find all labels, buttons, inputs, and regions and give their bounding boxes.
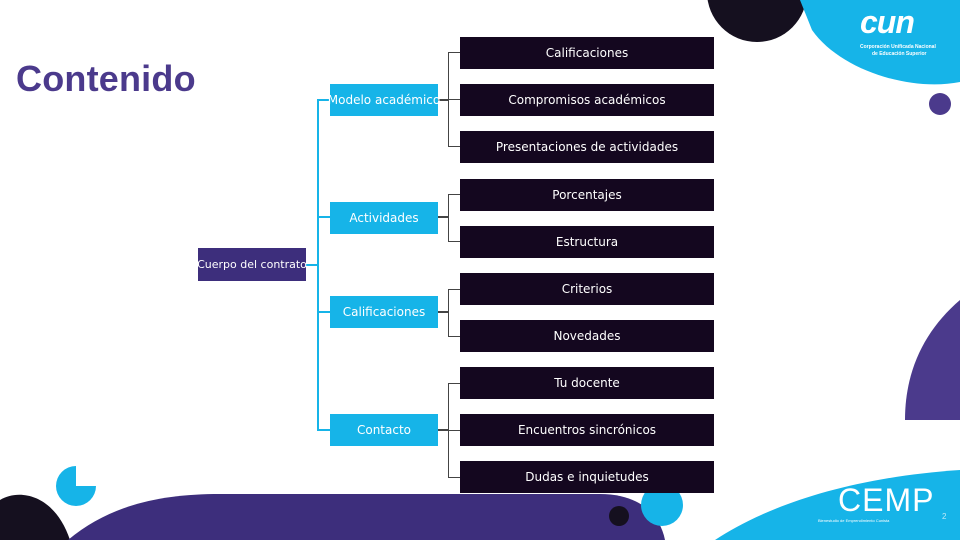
cemp-logo-tagline: Bienestudio de Emprendimiento Cunista	[818, 518, 890, 523]
connector	[317, 99, 330, 101]
connector	[448, 383, 460, 384]
connector	[448, 477, 460, 478]
leaf-presentaciones-de-actividades: Presentaciones de actividades	[460, 131, 714, 163]
deco-purple-band	[68, 494, 665, 540]
connector	[448, 99, 460, 100]
connector	[448, 430, 460, 431]
leaf-calificaciones: Calificaciones	[460, 37, 714, 69]
branch-contacto: Contacto	[330, 414, 438, 446]
deco-purple-dot	[929, 93, 951, 115]
leaf-dudas-e-inquietudes: Dudas e inquietudes	[460, 461, 714, 493]
connector	[317, 100, 319, 430]
connector	[317, 311, 330, 313]
connector	[448, 52, 460, 53]
diagram-root: Cuerpo del contrato	[197, 248, 307, 281]
cun-logo-mark: cun	[860, 4, 915, 40]
connector	[448, 146, 460, 147]
connector	[306, 264, 318, 266]
leaf-tu-docente: Tu docente	[460, 367, 714, 399]
connector	[448, 241, 460, 242]
branch-actividades: Actividades	[330, 202, 438, 234]
deco-cyan-shape-bottom	[715, 470, 960, 540]
connector	[438, 311, 449, 313]
leaf-criterios: Criterios	[460, 273, 714, 305]
slide-title: Contenido	[16, 58, 196, 99]
connector	[448, 289, 460, 290]
connector	[448, 194, 460, 195]
deco-purple-wedge	[905, 300, 960, 420]
deco-cyan-quarter	[56, 466, 96, 506]
deco-dark-blob	[0, 494, 70, 540]
connector	[317, 216, 330, 218]
deco-dark-dot-bottom	[609, 506, 629, 526]
connector	[448, 194, 449, 241]
connector	[438, 429, 449, 431]
connector	[448, 289, 449, 336]
deco-dark-circle-top	[707, 0, 807, 42]
deco-cyan-circle-bottom	[641, 484, 683, 526]
cun-logo-line2: de Educación Superior	[872, 51, 927, 57]
cemp-logo: CEMP Bienestudio de Emprendimiento Cunis…	[818, 478, 958, 528]
cun-logo: cun Corporación Unificada Nacional de Ed…	[828, 4, 958, 64]
leaf-encuentros-sincronicos: Encuentros sincrónicos	[460, 414, 714, 446]
branch-modelo-academico: Modelo académico	[328, 84, 440, 116]
connector	[317, 429, 330, 431]
connector	[438, 216, 449, 218]
connector	[448, 336, 460, 337]
deco-cyan-shape-top	[800, 0, 960, 85]
branch-calificaciones: Calificaciones	[330, 296, 438, 328]
leaf-estructura: Estructura	[460, 226, 714, 258]
cemp-logo-mark: CEMP	[838, 482, 935, 518]
page-number: 2	[942, 512, 947, 521]
leaf-porcentajes: Porcentajes	[460, 179, 714, 211]
leaf-novedades: Novedades	[460, 320, 714, 352]
connector	[438, 99, 449, 101]
cun-logo-line1: Corporación Unificada Nacional	[860, 44, 936, 50]
leaf-compromisos-academicos: Compromisos académicos	[460, 84, 714, 116]
